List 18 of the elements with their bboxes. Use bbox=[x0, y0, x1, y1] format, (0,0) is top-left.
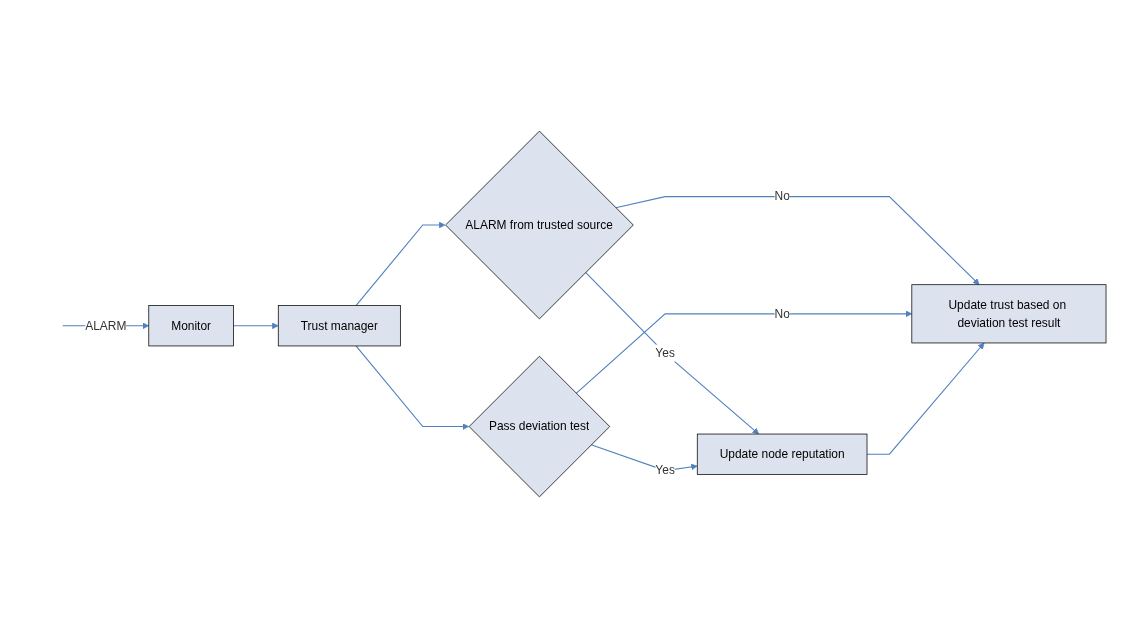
node-box: Update trust based on deviation test result bbox=[911, 284, 1107, 344]
arrow bbox=[615, 196, 980, 285]
arrow bbox=[355, 345, 470, 430]
node-box: Update node reputation bbox=[696, 433, 868, 475]
arrow bbox=[575, 310, 913, 394]
node-box: Trust manager bbox=[277, 305, 401, 347]
edge-label: Yes bbox=[655, 346, 675, 360]
edge-label: Yes bbox=[655, 463, 675, 477]
edge-label: ALARM bbox=[85, 319, 127, 332]
node-diamond: Pass deviation test bbox=[468, 355, 611, 498]
node-box: Monitor bbox=[148, 305, 234, 347]
arrow bbox=[866, 342, 985, 455]
arrow bbox=[232, 322, 279, 330]
arrow bbox=[585, 271, 759, 435]
arrow bbox=[355, 221, 446, 307]
edge-label: No bbox=[774, 189, 790, 203]
edge-label: No bbox=[774, 307, 790, 320]
node-diamond: ALARM from trusted source bbox=[445, 130, 634, 320]
